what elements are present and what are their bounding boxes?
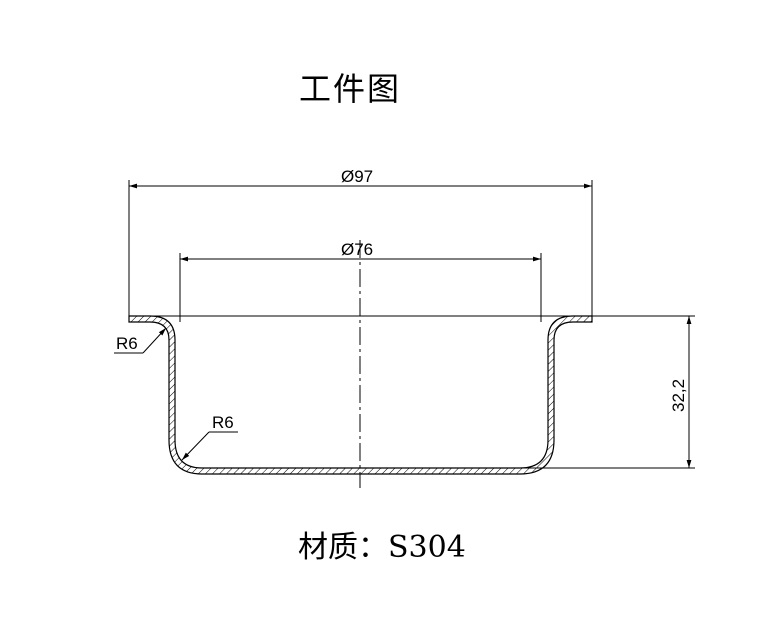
material-label: 材质：S304 [298,530,466,565]
height-label: 32,2 [669,379,688,412]
outer-diameter-label: Ø97 [341,167,373,186]
r6-inner-leader [181,431,210,461]
part-section [128,315,593,475]
inner-diameter-label: Ø76 [341,240,373,259]
drawing-title: 工件图 [299,70,402,108]
outer-radius-label: R6 [116,334,138,353]
r6-outer-leader [142,327,167,354]
inner-radius-label: R6 [212,413,234,432]
